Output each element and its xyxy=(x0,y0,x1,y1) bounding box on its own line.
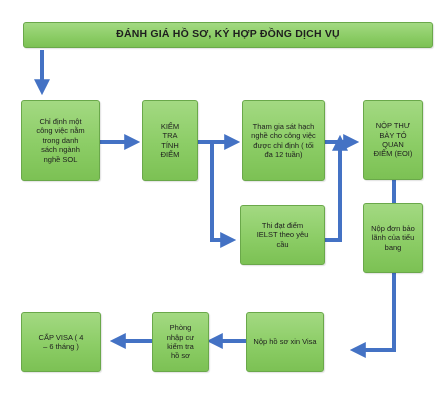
arrow-ielts-to-eoi xyxy=(325,134,348,242)
step-sat-hach: Tham gia sát hạch nghề cho công việc đượ… xyxy=(242,100,325,181)
step-visa: Nộp hồ sơ xin Visa xyxy=(246,312,324,372)
step-cap-visa-text: CẤP VISA ( 4 – 6 tháng ) xyxy=(38,332,84,351)
step-sol: Chỉ định một công việc nằm trong danh sá… xyxy=(21,100,100,181)
header-title: ĐÁNH GIÁ HỒ SƠ, KÝ HỢP ĐỒNG DỊCH VỤ xyxy=(116,28,340,41)
step-bao-lanh: Nộp đơn bảo lãnh của tiểu bang xyxy=(363,203,423,273)
header-box: ĐÁNH GIÁ HỒ SƠ, KÝ HỢP ĐỒNG DỊCH VỤ xyxy=(23,22,433,48)
step-eoi: NỘP THƯ BÀY TỎ QUAN ĐIỂM (EOI) xyxy=(363,100,423,180)
step-kiem-tra-text: KIỂM TRA TÍNH ĐIỂM xyxy=(160,121,180,159)
step-phong-nhap-cu-text: Phòng nhập cư kiểm tra hồ sơ xyxy=(166,323,195,361)
step-ielts-text: Thi đạt điểm IELST theo yêu cầu xyxy=(256,220,309,249)
step-visa-text: Nộp hồ sơ xin Visa xyxy=(253,337,317,347)
step-sat-hach-text: Tham gia sát hạch nghề cho công việc đượ… xyxy=(251,121,316,159)
step-bao-lanh-text: Nộp đơn bảo lãnh của tiểu bang xyxy=(371,223,415,252)
step-eoi-text: NỘP THƯ BÀY TỎ QUAN ĐIỂM (EOI) xyxy=(373,121,413,159)
step-kiem-tra: KIỂM TRA TÍNH ĐIỂM xyxy=(142,100,198,181)
step-ielts: Thi đạt điểm IELST theo yêu cầu xyxy=(240,205,325,265)
arrow-baolanh-to-visa xyxy=(349,273,396,358)
step-phong-nhap-cu: Phòng nhập cư kiểm tra hồ sơ xyxy=(152,312,209,372)
arrow-kiemtra-to-ielts xyxy=(198,140,237,248)
step-sol-text: Chỉ định một công việc nằm trong danh sá… xyxy=(36,117,85,164)
step-cap-visa: CẤP VISA ( 4 – 6 tháng ) xyxy=(21,312,101,372)
